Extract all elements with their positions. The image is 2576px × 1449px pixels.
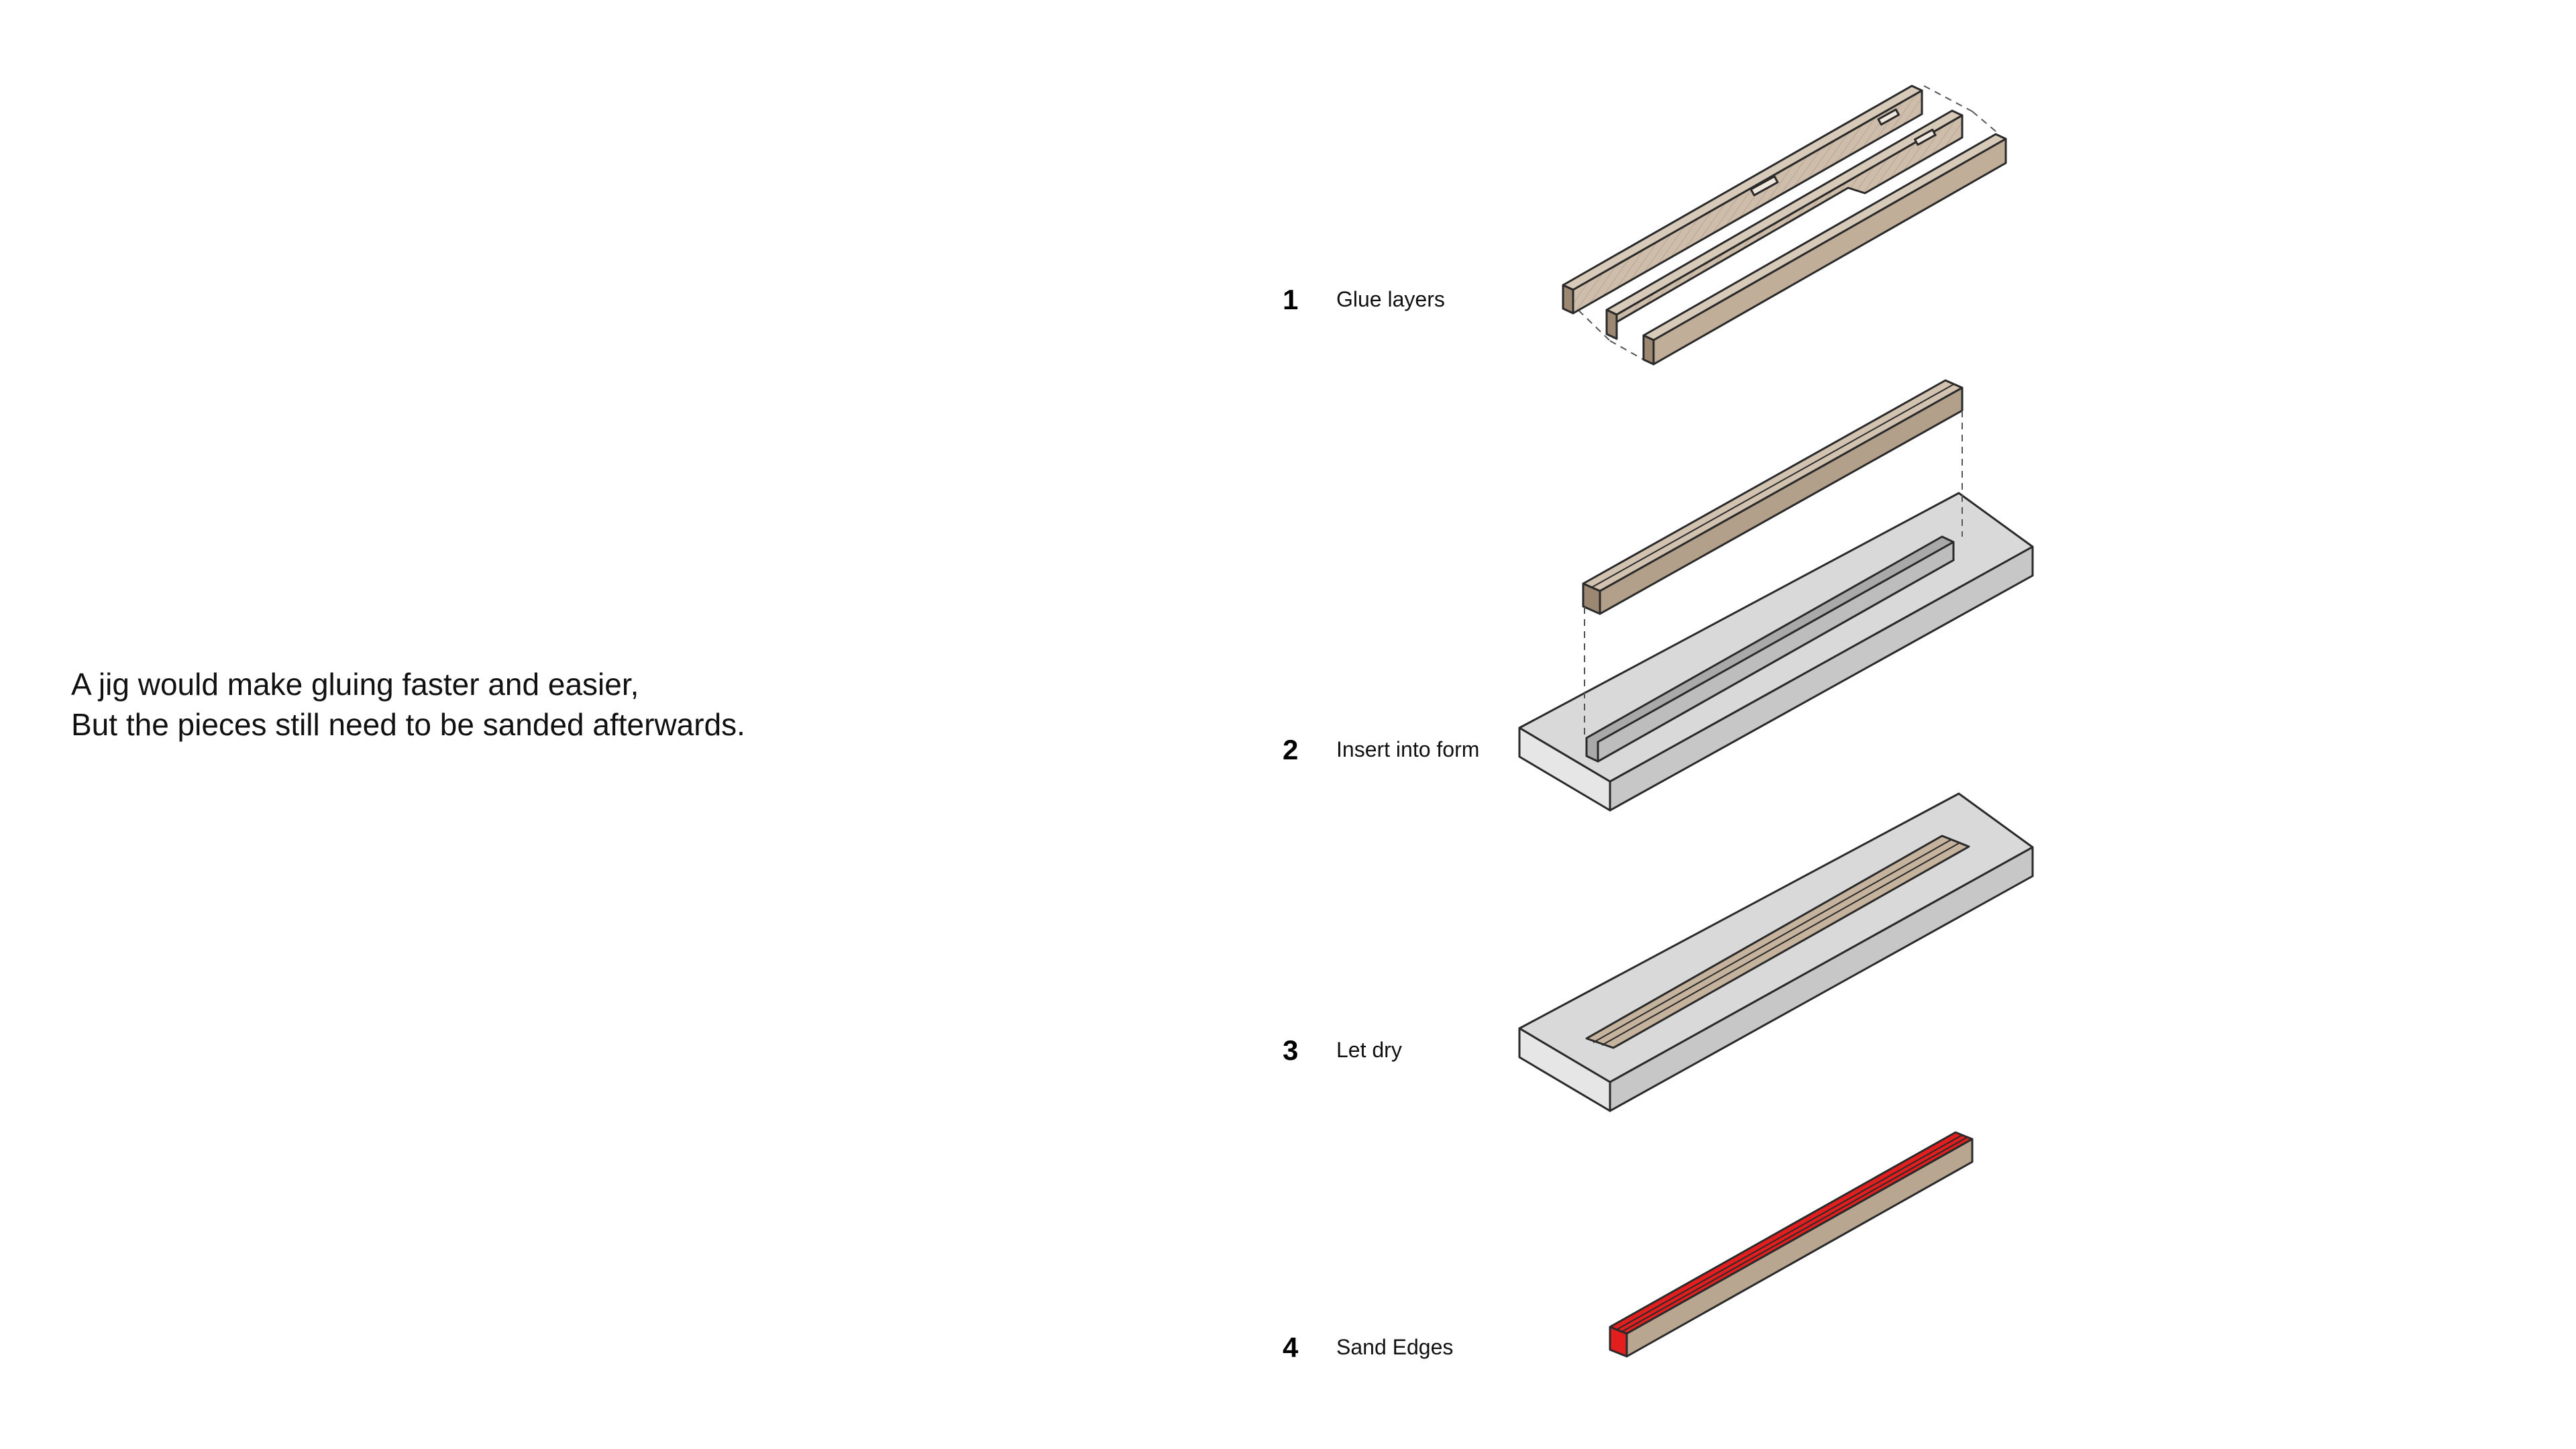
step-4-number: 4	[1283, 1332, 1299, 1363]
note-line-2: But the pieces still need to be sanded a…	[71, 707, 745, 742]
step-2-number: 2	[1283, 734, 1299, 765]
step-1-illustration	[1562, 85, 2007, 366]
step-3-label: Let dry	[1336, 1038, 1402, 1062]
layer-back	[1562, 85, 1923, 315]
step-3-number: 3	[1283, 1034, 1299, 1066]
step-4-label: Sand Edges	[1336, 1335, 1454, 1359]
step-4-illustration	[1609, 1131, 1974, 1358]
insert-guides	[1584, 411, 1963, 738]
step-3-illustration	[1518, 792, 2034, 1112]
alignment-guides	[1569, 85, 2000, 360]
drying-piece	[1585, 835, 1970, 1049]
step-1-number: 1	[1283, 284, 1299, 315]
step-2-illustration	[1518, 379, 2034, 812]
step-1-label: Glue layers	[1336, 287, 1445, 311]
step-2-label: Insert into form	[1336, 737, 1480, 761]
layer-front	[1642, 133, 2007, 366]
layer-middle	[1605, 109, 1964, 340]
sanded-end-edge	[1609, 1326, 1628, 1358]
form-block	[1518, 492, 2034, 812]
explanatory-note: A jig would make gluing faster and easie…	[71, 664, 745, 745]
note-line-1: A jig would make gluing faster and easie…	[71, 667, 639, 702]
